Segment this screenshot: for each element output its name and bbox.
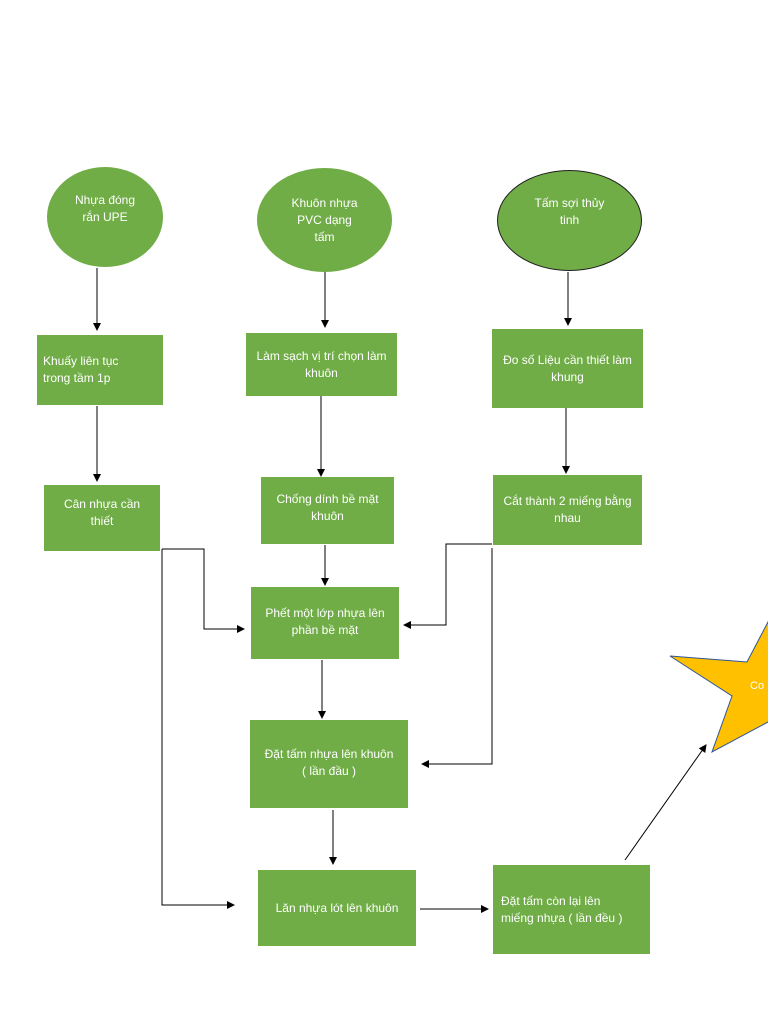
node-anti-stick: Chống dính bề mặt khuôn xyxy=(261,477,394,544)
edge-cut-to-apply xyxy=(403,543,492,629)
node-clean-mold: Làm sạch vị trí chọn làm khuôn xyxy=(246,333,397,396)
node-apply-resin: Phết một lớp nhựa lên phần bề mặt xyxy=(251,587,399,659)
node-pvc-mold: Khuôn nhựa PVC dạng tấm xyxy=(257,168,392,272)
edge-cut-to-place xyxy=(421,548,493,768)
star-label: Co xyxy=(750,680,765,692)
node-cut-two: Cắt thành 2 miếng bằng nhau xyxy=(493,475,642,545)
edge-weigh-to-apply xyxy=(162,548,245,633)
node-roll-resin: Lăn nhựa lót lên khuôn xyxy=(258,870,416,946)
node-place-sheet: Đặt tấm nhựa lên khuôn ( lần đầu ) xyxy=(250,720,408,808)
node-upe-resin: Nhựa đóng rắn UPE xyxy=(47,167,163,267)
node-weigh-resin: Cân nhựa cần thiết xyxy=(44,485,160,551)
node-stir: Khuấy liên tục trong tầm 1p xyxy=(37,335,163,405)
node-place-remaining: Đặt tấm còn lại lên miếng nhựa ( lần đều… xyxy=(493,865,650,954)
node-measure: Đo số Liệu cần thiết làm khung xyxy=(492,329,643,408)
edge-weigh-to-roll xyxy=(161,549,235,909)
edge-remaining-to-star xyxy=(624,744,707,861)
node-fiberglass: Tấm sợi thủy tinh xyxy=(497,170,642,271)
